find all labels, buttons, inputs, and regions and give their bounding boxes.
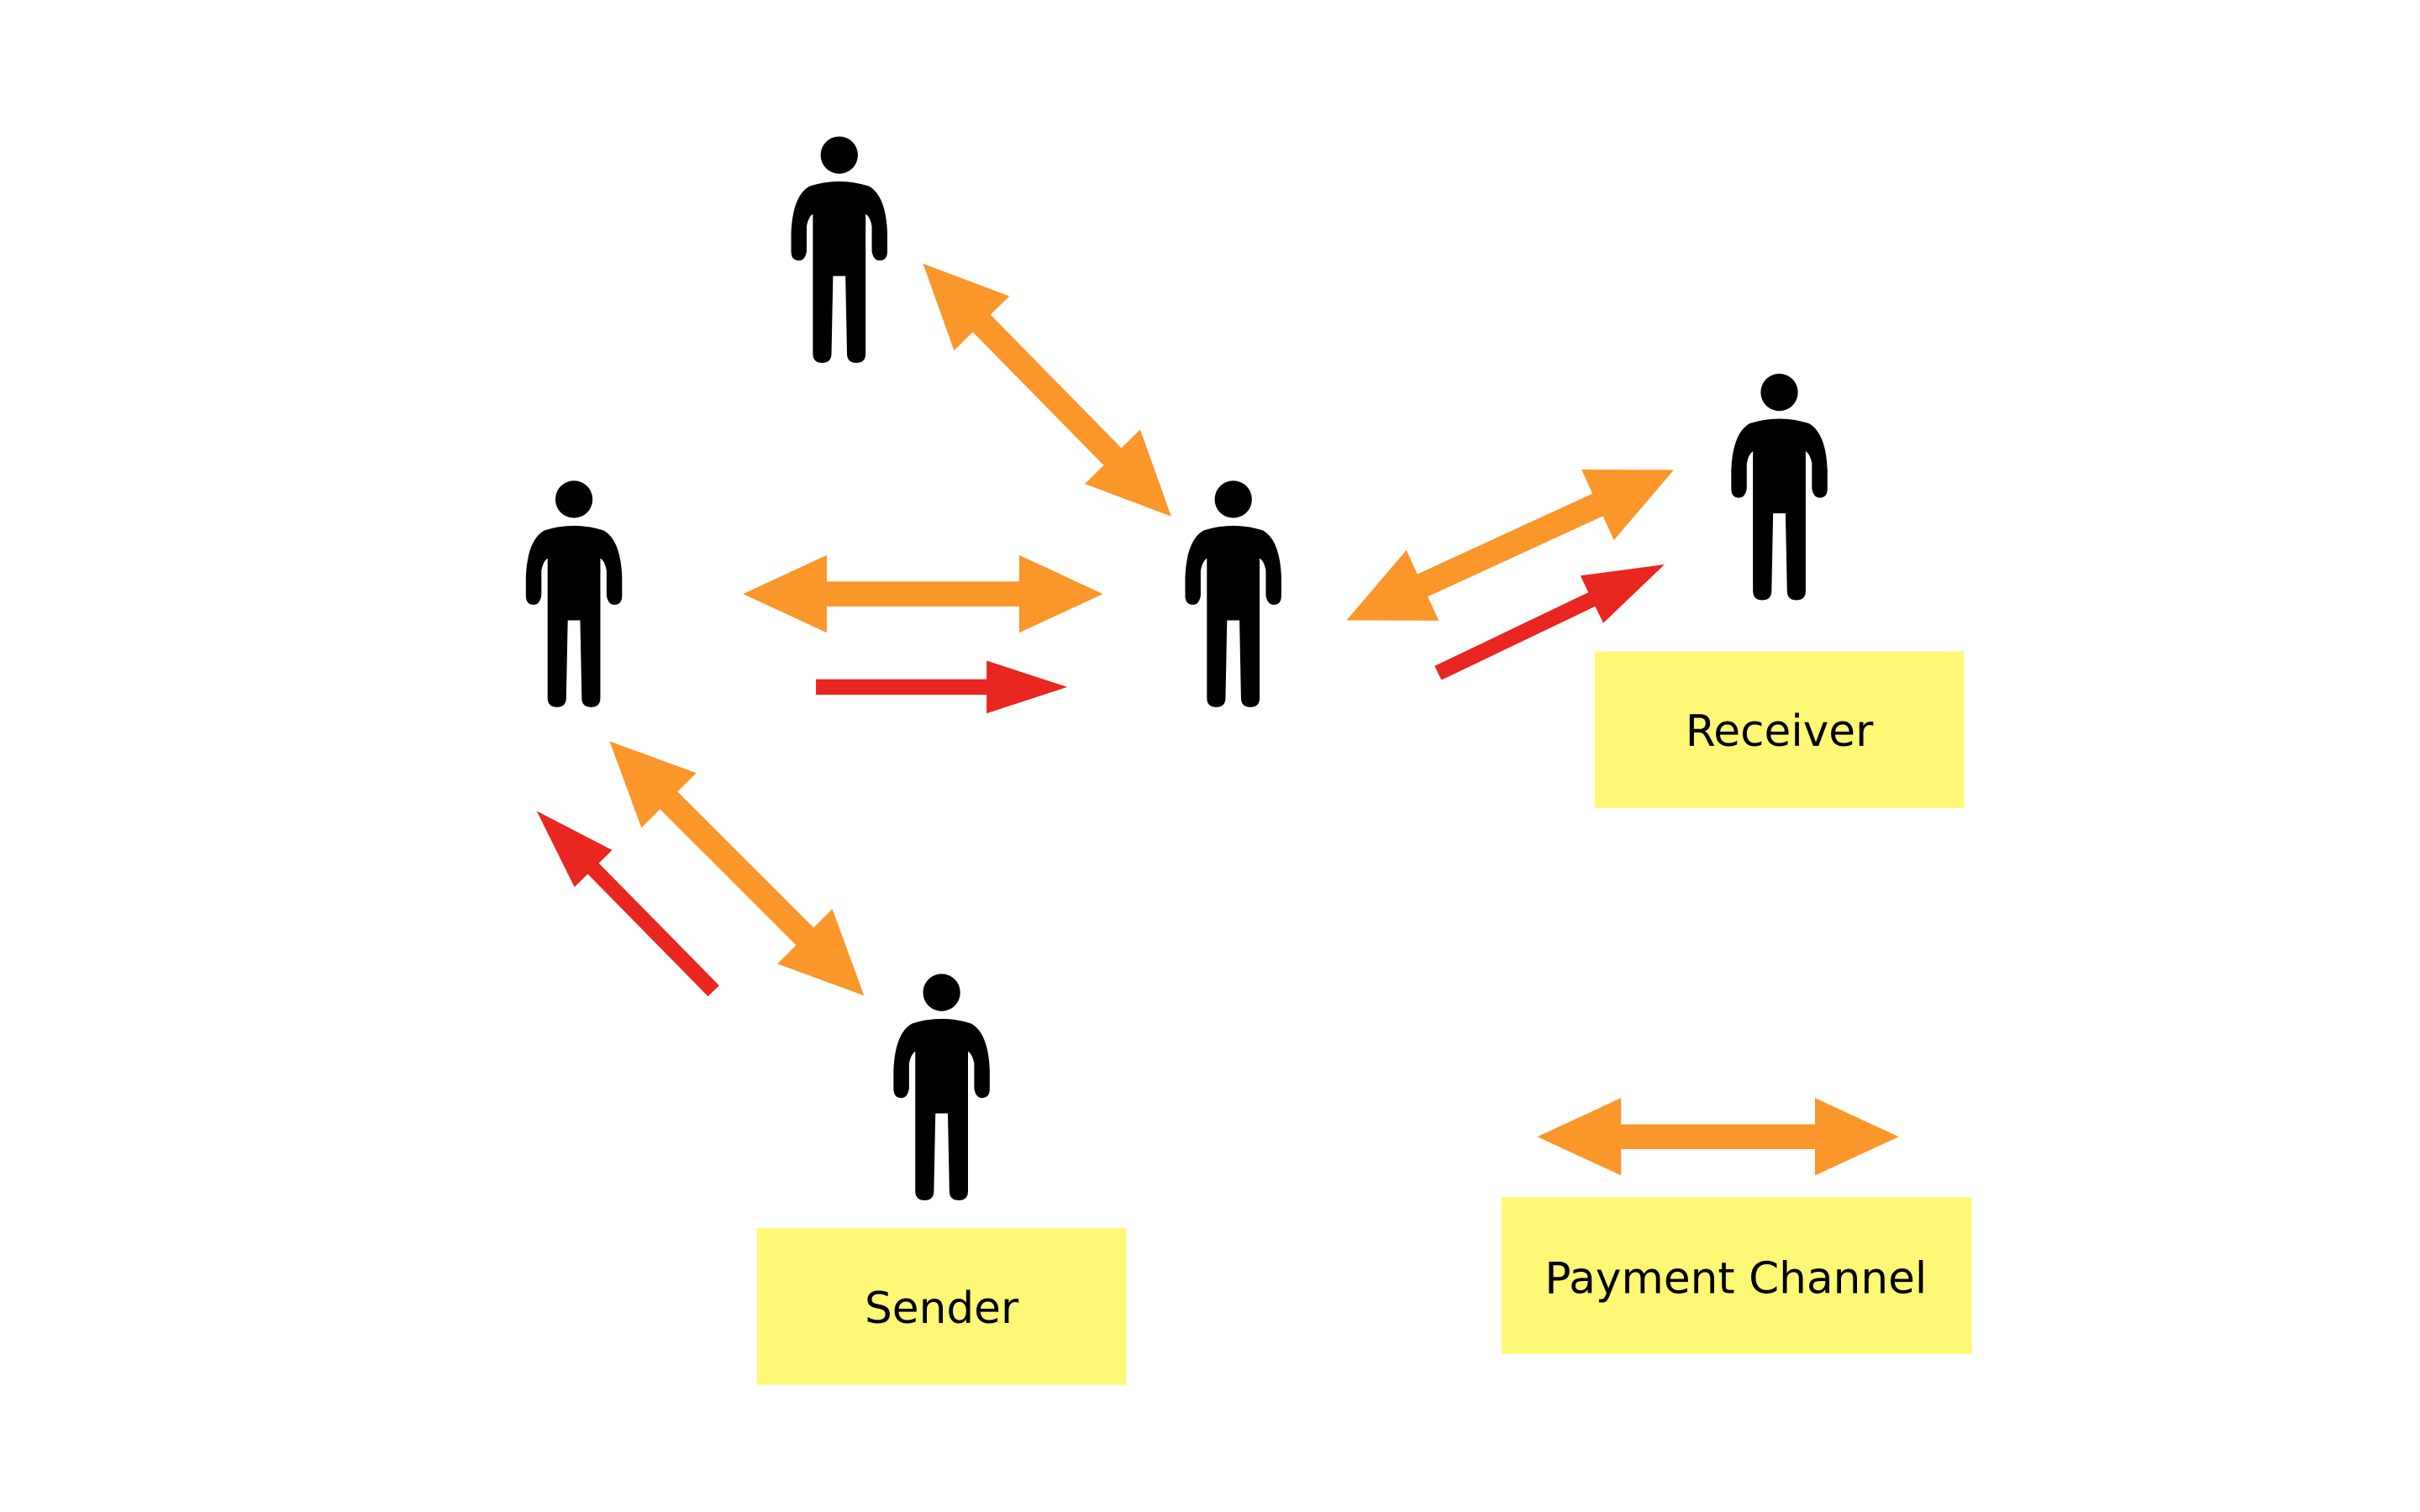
person-icon <box>525 480 623 707</box>
receiver-label-box: Receiver <box>1594 651 1965 808</box>
node-left <box>525 480 623 707</box>
channel-arrow-top-center <box>923 263 1171 517</box>
node-top <box>791 136 887 363</box>
node-receiver <box>1731 373 1828 601</box>
channel-arrow-center-right <box>1346 470 1674 621</box>
payment-arrow-center-right <box>1434 564 1665 680</box>
channel-arrows <box>609 263 1674 996</box>
legend-channel-arrow <box>1537 1098 1899 1176</box>
node-center <box>1185 480 1281 707</box>
person-icon <box>893 974 990 1200</box>
sender-label: Sender <box>865 1284 1019 1334</box>
legend: Payment Channel <box>1502 1098 1972 1354</box>
payment-arrow-left-center <box>816 660 1068 714</box>
person-icon <box>1185 480 1281 707</box>
person-icon <box>1731 373 1828 601</box>
legend-label: Payment Channel <box>1544 1254 1927 1305</box>
payment-arrow-sender-left <box>536 811 719 997</box>
sender-label-box: Sender <box>756 1228 1127 1385</box>
person-icon <box>791 136 887 363</box>
legend-channel-arrow-shape <box>1537 1098 1899 1176</box>
channel-arrow-left-center <box>743 554 1103 633</box>
receiver-label: Receiver <box>1686 706 1874 757</box>
payment-arrows <box>536 564 1665 997</box>
channel-arrow-left-sender <box>609 741 865 996</box>
node-sender <box>893 974 990 1200</box>
